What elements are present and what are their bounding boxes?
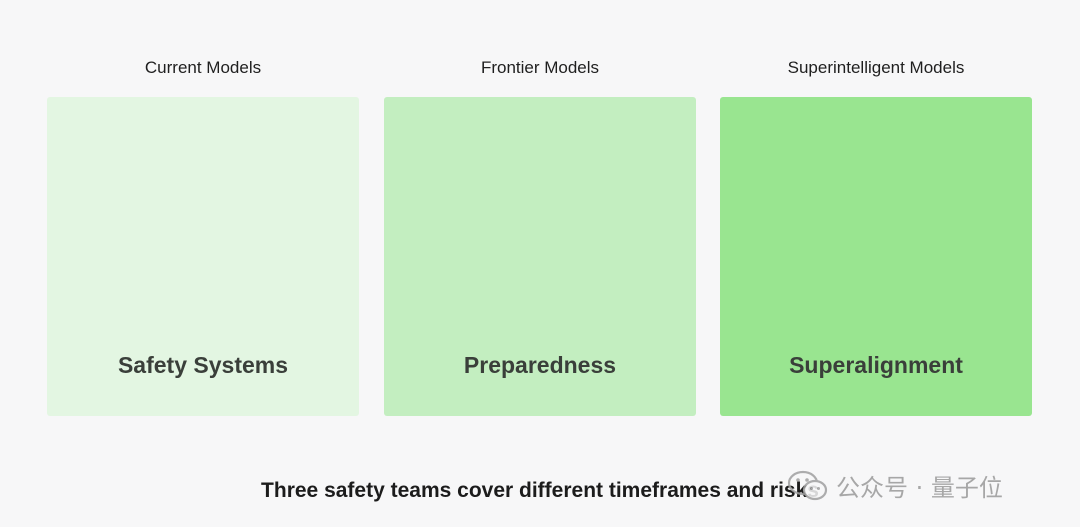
card-title-safety-systems: Safety Systems [117,352,289,378]
caption: Three safety teams cover different timef… [261,479,819,502]
column-label-frontier-models: Frontier Models [480,58,600,77]
card-safety-systems: Safety Systems [47,97,359,416]
card-preparedness: Preparedness [384,97,696,416]
wechat-icon [787,470,828,500]
watermark: 公众号 · 量子位 [786,468,1003,503]
watermark-text: 公众号 · 量子位 [836,474,1003,502]
card-superalignment: Superalignment [720,97,1032,416]
column-label-superintelligent-models: Superintelligent Models [787,58,965,77]
column-label-current-models: Current Models [144,58,262,77]
card-title-superalignment: Superalignment [789,352,963,378]
card-title-preparedness: Preparedness [463,352,617,378]
